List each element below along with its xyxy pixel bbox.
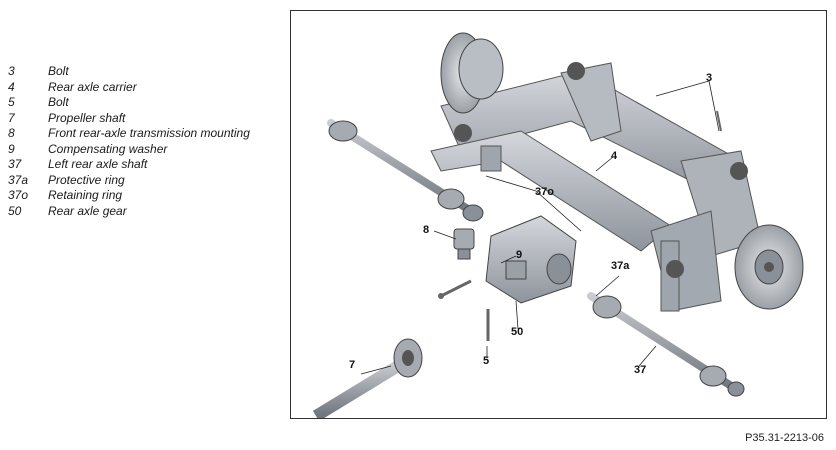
exploded-view-drawing: 3 4 37o 8 9 37a 50 5 7 37: [312, 32, 804, 418]
legend-item-description: Compensating washer: [48, 141, 168, 156]
legend-item: 8 Front rear-axle transmission mounting: [8, 126, 250, 142]
legend-item: 37 Left rear axle shaft: [8, 157, 250, 173]
legend-item-description: Front rear-axle transmission mounting: [48, 126, 250, 140]
callout-3: 3: [706, 72, 712, 84]
legend-item-description: Bolt: [48, 95, 69, 109]
right-rear-axle-shaft: [587, 292, 745, 397]
legend-item: 37o Retaining ring: [8, 188, 250, 204]
legend-item: 50 Rear axle gear: [8, 204, 250, 220]
legend-item-description: Left rear axle shaft: [48, 157, 148, 171]
legend-item-number: 4: [8, 79, 15, 94]
rear-axle-carrier: [430, 62, 762, 312]
legend-item-description: Rear axle gear: [48, 203, 127, 218]
callout-7: 7: [349, 359, 355, 371]
hub-left: [440, 32, 504, 114]
legend-item: 7 Propeller shaft: [8, 111, 250, 127]
callout-4: 4: [611, 150, 618, 162]
propeller-shaft: [312, 338, 423, 418]
legend-item-number: 37a: [8, 172, 29, 187]
callout-9: 9: [516, 249, 522, 261]
legend-item-description: Protective ring: [48, 172, 125, 187]
legend-item-description: Rear axle carrier: [48, 79, 137, 94]
leader-lines: [360, 80, 720, 375]
callout-37: 37: [634, 364, 646, 376]
legend-item-number: 3: [8, 64, 15, 78]
legend-item-description: Bolt: [48, 64, 69, 78]
callout-5: 5: [483, 355, 489, 367]
callout-8: 8: [423, 224, 429, 236]
exploded-view-figure: 3 4 37o 8 9 37a 50 5 7 37: [290, 10, 827, 419]
legend-item-description: Propeller shaft: [48, 110, 126, 125]
callout-50: 50: [511, 326, 523, 338]
legend-item-number: 37o: [8, 188, 29, 202]
bolts: [438, 110, 722, 341]
legend-item-number: 50: [8, 203, 22, 218]
legend-item: 9 Compensating washer: [8, 142, 250, 158]
legend-item-number: 7: [8, 110, 15, 125]
figure-code: P35.31-2213-06: [745, 432, 824, 444]
legend-item-description: Retaining ring: [48, 188, 123, 202]
callout-37o: 37o: [535, 186, 554, 198]
legend-item-number: 37: [8, 157, 22, 171]
rear-axle-gear: [485, 215, 577, 304]
legend-item: 37a Protective ring: [8, 173, 250, 189]
legend-item-number: 9: [8, 141, 15, 156]
hub-right: [734, 224, 804, 310]
legend-item-number: 5: [8, 95, 15, 109]
legend-item: 3 Bolt: [8, 64, 250, 80]
callout-37a: 37a: [611, 260, 630, 272]
legend-item-number: 8: [8, 126, 15, 140]
legend-item: 5 Bolt: [8, 95, 250, 111]
left-rear-axle-shaft: [327, 119, 484, 222]
transmission-mounting: [453, 228, 475, 260]
legend-item: 4 Rear axle carrier: [8, 80, 250, 96]
